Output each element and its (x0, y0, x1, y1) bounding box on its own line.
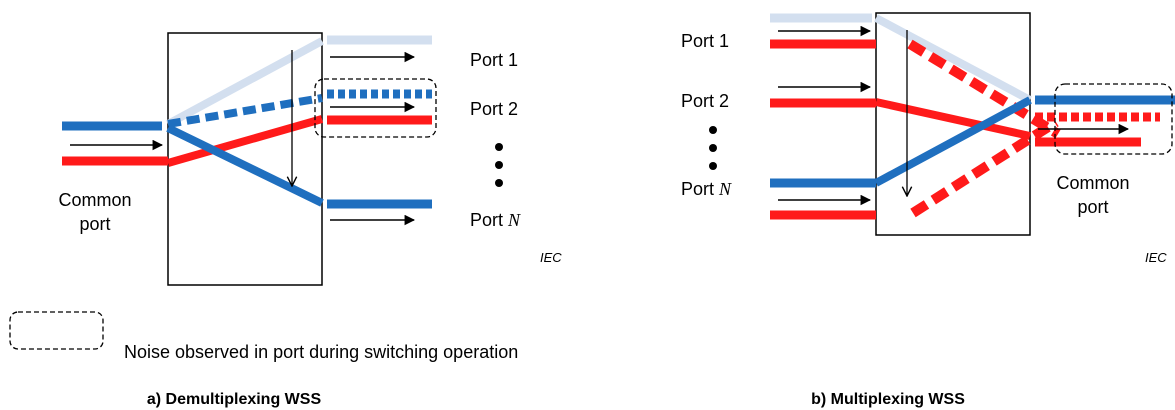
legend: Noise observed in port during switching … (9, 311, 518, 362)
legend-noise-box (9, 311, 104, 350)
panel-b-multiplexing: Port 1 Port 2 Port N Common port IEC (681, 12, 1175, 265)
ellipsis-dot-a (495, 161, 503, 169)
ellipsis-dot-b (709, 162, 717, 170)
beam-blue-b (874, 96, 1032, 187)
common-port-label-a-line2: port (79, 214, 110, 234)
ellipsis-dot-b (709, 126, 717, 134)
port2-label-a: Port 2 (470, 99, 518, 119)
caption-b: b) Multiplexing WSS (811, 391, 965, 408)
common-port-label-b: Common (1056, 173, 1129, 193)
noise-box-b (1054, 83, 1173, 155)
legend-text: Noise observed in port during switching … (124, 342, 518, 362)
beam-red-b (875, 98, 1031, 140)
ellipsis-dot-a (495, 179, 503, 187)
panel-a-demultiplexing: Port 1 Port 2 Port N Common port IEC (58, 32, 562, 286)
ellipsis-dot-b (709, 144, 717, 152)
port2-label-b: Port 2 (681, 91, 729, 111)
iec-mark-a: IEC (540, 250, 562, 265)
noise-box-a (314, 78, 437, 138)
portn-label-a: Port N (470, 210, 521, 230)
ellipsis-dot-a (495, 143, 503, 151)
beam-red-a (166, 115, 324, 167)
common-port-label-a: Common (58, 190, 131, 210)
beam-red-dashed-top-b (907, 39, 1061, 139)
caption-a: a) Demultiplexing WSS (147, 391, 322, 408)
common-port-label-b-line2: port (1077, 197, 1108, 217)
beam-light-blue-b (874, 14, 1032, 104)
wss-box-b (875, 12, 1031, 236)
iec-mark-b: IEC (1145, 250, 1167, 265)
beam-blue-dashed-a (167, 94, 323, 128)
port1-label-a: Port 1 (470, 50, 518, 70)
portn-label-b: Port N (681, 179, 732, 199)
beam-blue-a (166, 124, 324, 207)
port1-label-b: Port 1 (681, 31, 729, 51)
beam-light-blue-a (166, 37, 324, 128)
beam-red-dashed-bottom-b (910, 117, 1059, 218)
